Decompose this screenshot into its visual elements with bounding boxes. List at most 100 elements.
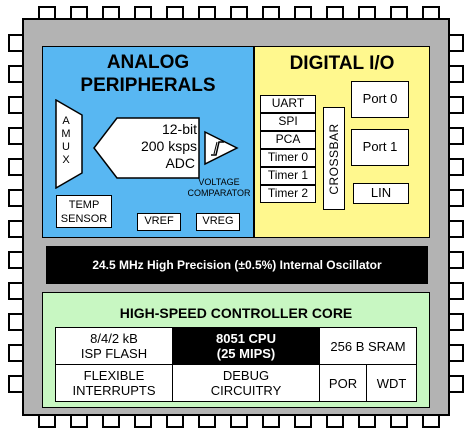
spi-box: SPI (260, 113, 316, 131)
pin (448, 189, 464, 207)
port1-box: Port 1 (351, 129, 409, 166)
pin (294, 6, 312, 20)
comparator-icon (204, 130, 239, 166)
pin (8, 34, 24, 52)
temp-sensor-box: TEMP SENSOR (56, 195, 112, 228)
amux-letter: U (62, 141, 70, 153)
flash-line1: 8/4/2 kB (90, 331, 138, 346)
pin (102, 414, 120, 428)
pin (448, 96, 464, 114)
pin (166, 6, 184, 20)
pin (448, 65, 464, 83)
analog-title-line2: PERIPHERALS (80, 75, 216, 96)
pin (448, 282, 464, 300)
vreg-box: VREG (196, 213, 240, 231)
pin (390, 6, 408, 20)
analog-title-line1: ANALOG (106, 52, 190, 73)
interrupts-line1: FLEXIBLE (83, 368, 145, 383)
pin (448, 158, 464, 176)
comparator-label: VOLTAGE COMPARATOR (183, 177, 255, 199)
cpu-line1: 8051 CPU (216, 331, 276, 346)
pin (448, 375, 464, 393)
amux-letter: M (61, 128, 71, 140)
flash-cell: 8/4/2 kB ISP FLASH (55, 327, 173, 365)
cpu-cell: 8051 CPU (25 MIPS) (172, 327, 320, 365)
digital-io-block: DIGITAL I/O UART SPI PCA Timer 0 Timer 1… (254, 46, 430, 238)
temp-sensor-line1: TEMP (68, 199, 100, 211)
pin (8, 127, 24, 145)
pin (38, 6, 56, 20)
pin (326, 414, 344, 428)
pin (448, 34, 464, 52)
pin (8, 65, 24, 83)
analog-peripherals-block: ANALOG PERIPHERALS A M U X 12-bit 200 ks… (42, 46, 254, 238)
interrupts-line2: INTERRUPTS (72, 383, 156, 398)
pin (448, 313, 464, 331)
pin (358, 6, 376, 20)
pin (102, 6, 120, 20)
timer0-box: Timer 0 (260, 149, 316, 167)
pin (8, 96, 24, 114)
pin (230, 6, 248, 20)
pin (448, 251, 464, 269)
crossbar-label: CROSSBAR (327, 122, 341, 195)
vref-box: VREF (137, 213, 181, 231)
pin (358, 414, 376, 428)
digital-title: DIGITAL I/O (289, 53, 395, 74)
pin (8, 344, 24, 362)
pin (326, 6, 344, 20)
amux-letter: A (62, 115, 70, 127)
wdt-cell: WDT (366, 364, 417, 402)
adc-name: ADC (165, 155, 195, 171)
pin (70, 414, 88, 428)
pin (262, 6, 280, 20)
port0-box: Port 0 (351, 81, 409, 118)
pin (448, 127, 464, 145)
crossbar-box: CROSSBAR (323, 107, 345, 210)
pin (8, 189, 24, 207)
pin (422, 6, 440, 20)
sram-cell: 256 B SRAM (319, 327, 417, 365)
pin (134, 414, 152, 428)
adc-rate: 200 ksps (140, 138, 197, 154)
amux-label: A M U X (55, 115, 77, 167)
pin (294, 414, 312, 428)
debug-line2: CIRCUITRY (210, 383, 282, 398)
adc-label: 12-bit 200 ksps ADC (105, 121, 197, 172)
adc-bits: 12-bit (161, 121, 197, 137)
pin (390, 414, 408, 428)
pin (70, 6, 88, 20)
cpu-line2: (25 MIPS) (216, 346, 276, 361)
timer1-box: Timer 1 (260, 167, 316, 185)
pca-box: PCA (260, 131, 316, 149)
pin (8, 375, 24, 393)
pin (166, 414, 184, 428)
lin-box: LIN (353, 183, 409, 204)
debug-line1: DEBUG (222, 368, 270, 383)
pin (198, 414, 216, 428)
pin (8, 220, 24, 238)
por-cell: POR (319, 364, 367, 402)
pin (230, 414, 248, 428)
adc-shape (93, 117, 200, 179)
pin (134, 6, 152, 20)
interrupts-cell: FLEXIBLE INTERRUPTS (55, 364, 173, 402)
controller-core-block: HIGH-SPEED CONTROLLER CORE 8/4/2 kB ISP … (42, 292, 430, 408)
core-title: HIGH-SPEED CONTROLLER CORE (119, 305, 353, 321)
pin (448, 220, 464, 238)
amux-letter: X (62, 154, 70, 166)
debug-cell: DEBUG CIRCUITRY (172, 364, 320, 402)
pin (8, 313, 24, 331)
flash-line2: ISP FLASH (80, 346, 148, 361)
pin (198, 6, 216, 20)
oscillator-bar: 24.5 MHz High Precision (±0.5%) Internal… (46, 246, 428, 284)
comparator-label-line2: COMPARATOR (187, 188, 251, 198)
pin (262, 414, 280, 428)
temp-sensor-line2: SENSOR (60, 213, 108, 225)
pin (38, 414, 56, 428)
pin (448, 344, 464, 362)
pin (8, 282, 24, 300)
pin (422, 414, 440, 428)
pin (8, 158, 24, 176)
comparator-label-line1: VOLTAGE (198, 177, 240, 187)
